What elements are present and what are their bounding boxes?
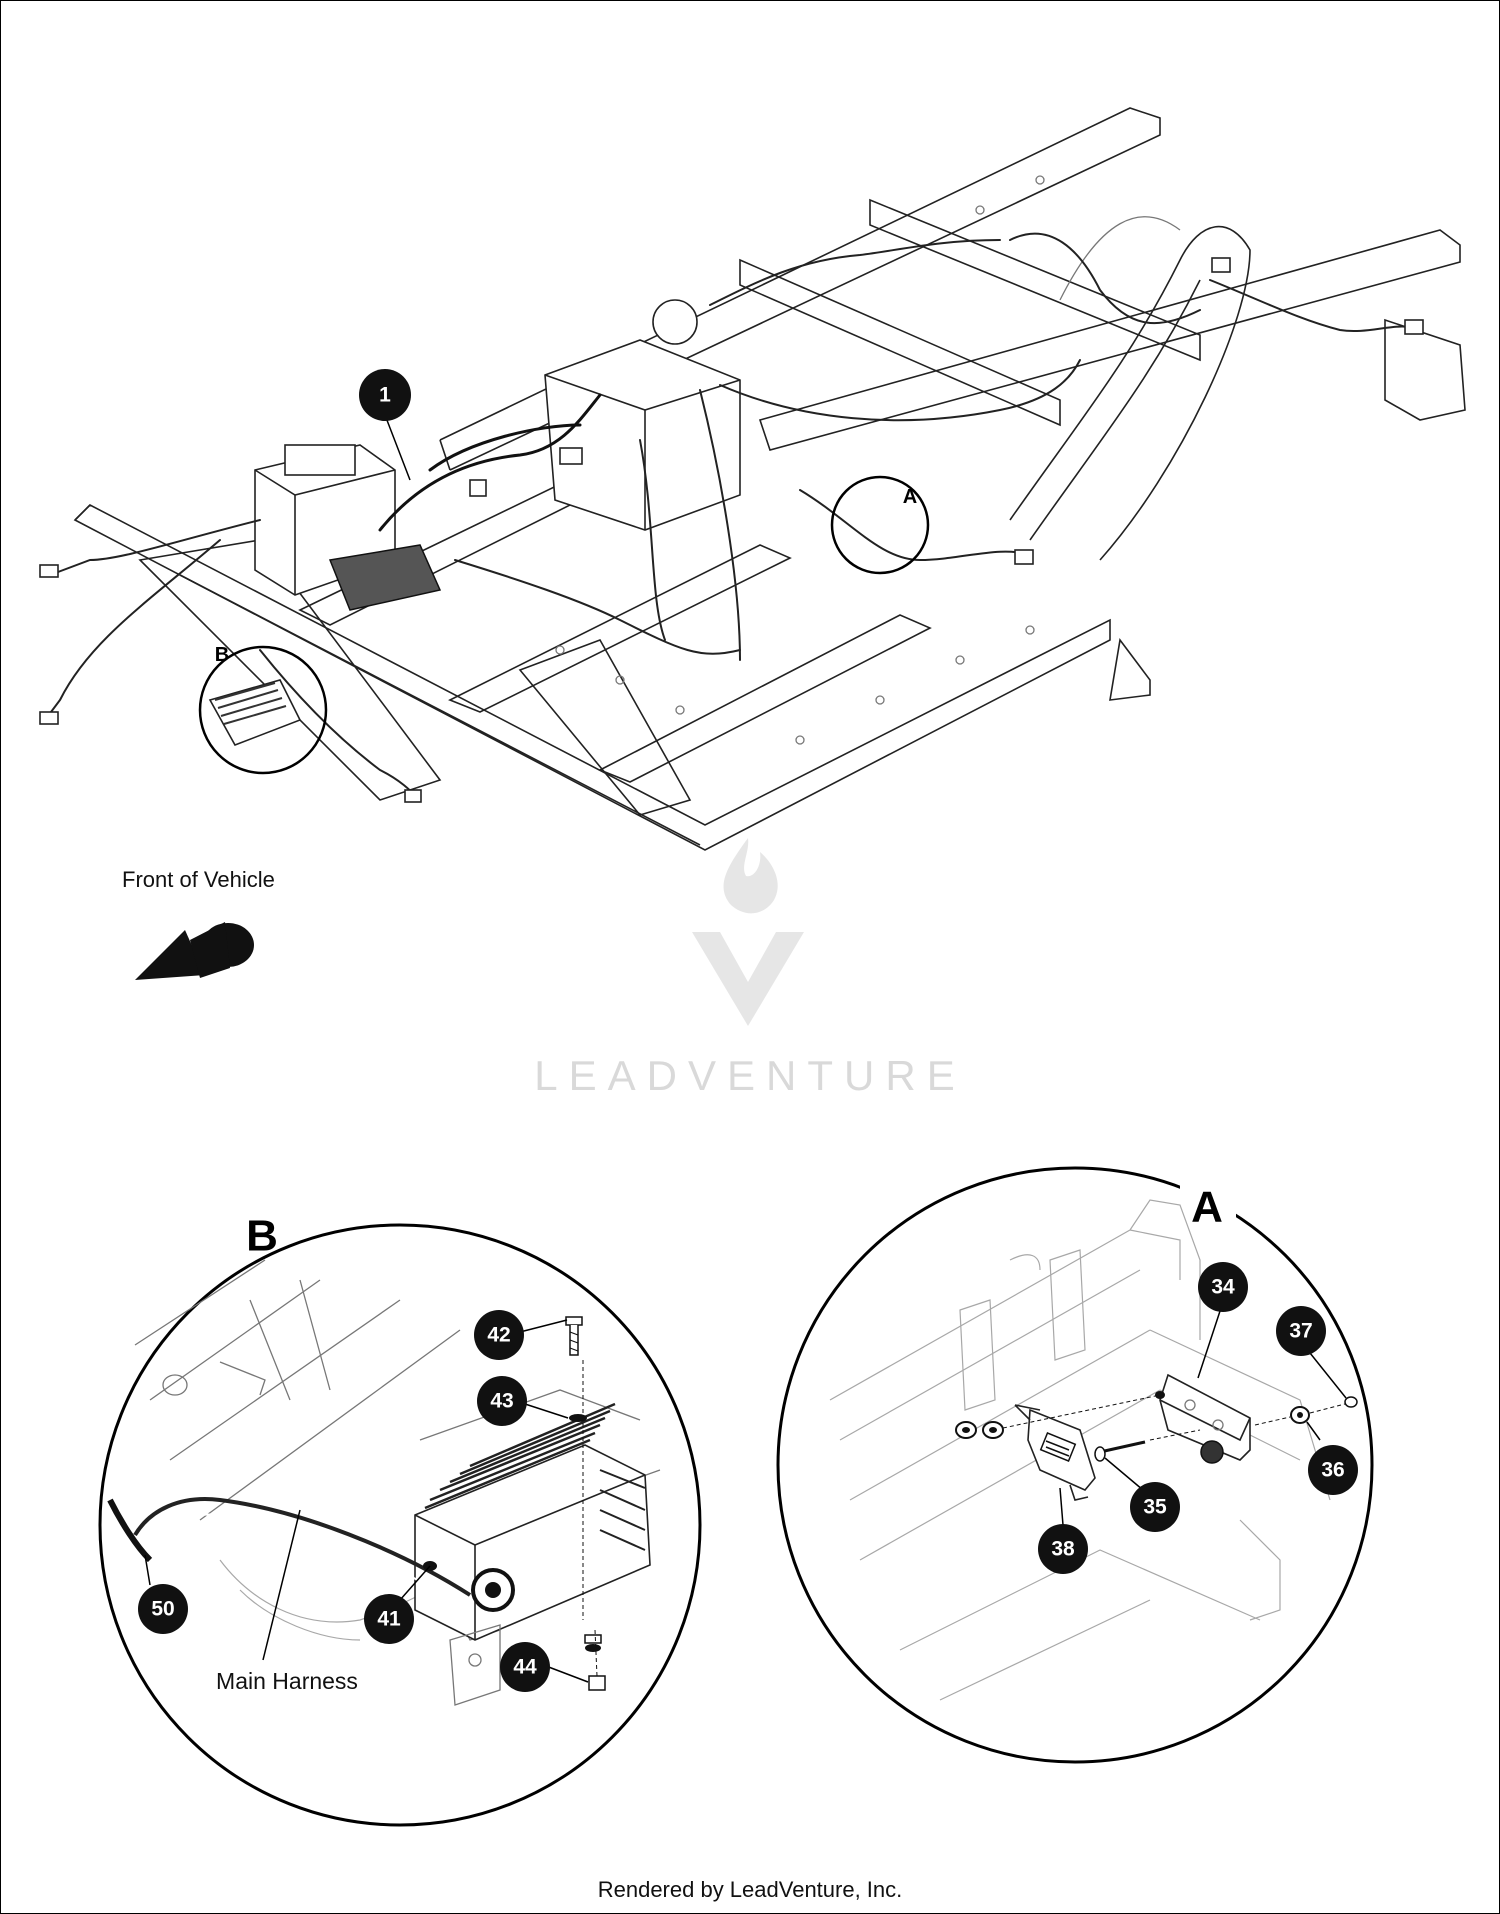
svg-text:34: 34 [1211,1276,1235,1299]
callout-34: 34 [1198,1262,1248,1312]
callout-35: 35 [1130,1482,1180,1532]
svg-text:36: 36 [1321,1459,1344,1482]
detail-b-indicator: B [198,644,328,775]
detail-a: A [776,1166,1374,1764]
callout-43: 43 [477,1376,527,1426]
svg-text:35: 35 [1143,1496,1167,1519]
callout-1-leader [384,414,411,481]
watermark-logo [692,838,804,1026]
front-of-vehicle-label: Front of Vehicle [122,867,275,892]
detail-b-ref: B [215,644,229,666]
vehicle-frame-assembly [73,107,1466,851]
svg-text:37: 37 [1289,1320,1312,1343]
main-harness-label: Main Harness [216,1668,358,1694]
footer-credit: Rendered by LeadVenture, Inc. [598,1877,903,1902]
svg-text:42: 42 [487,1324,510,1347]
detail-b: B [98,1205,702,1827]
detail-b-letter: B [246,1212,278,1261]
callout-36: 36 [1308,1445,1358,1495]
callout-1: 1 [359,369,411,421]
washer-44-upper [585,1644,601,1652]
callout-41: 41 [364,1594,414,1644]
svg-text:38: 38 [1051,1538,1075,1561]
detail-a-ref: A [903,486,917,508]
washer-43 [569,1414,587,1422]
callout-37: 37 [1276,1306,1326,1356]
svg-text:41: 41 [377,1608,401,1631]
screw-42 [565,1316,583,1356]
svg-text:43: 43 [490,1390,513,1413]
front-direction-arrow [135,922,254,980]
main-harness-wires [44,232,1421,801]
svg-text:44: 44 [513,1656,537,1679]
detail-a-indicator: A [830,475,930,575]
detail-a-letter: A [1191,1183,1223,1232]
svg-text:50: 50 [151,1598,174,1621]
callout-44: 44 [500,1642,550,1692]
nut-44 [588,1675,606,1691]
callout-38: 38 [1038,1524,1088,1574]
svg-text:1: 1 [379,384,391,407]
callout-50: 50 [138,1584,188,1634]
harness-connectors [39,257,1424,803]
watermark-text: LEADVENTURE [534,1052,965,1099]
callout-42: 42 [474,1310,524,1360]
